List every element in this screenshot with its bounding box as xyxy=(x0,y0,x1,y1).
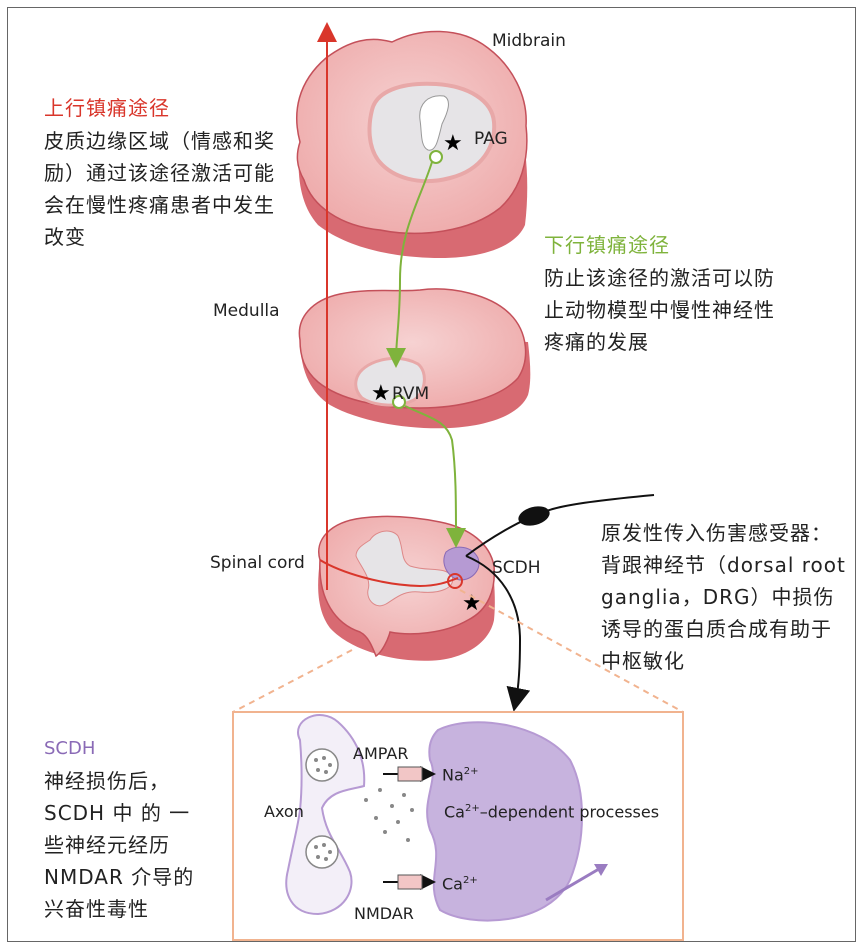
spinal-cord-label: Spinal cord xyxy=(210,555,305,572)
ca-dependent-processes-label: Ca2+–dependent processes xyxy=(444,804,659,820)
pag-star-icon: ★ xyxy=(443,131,463,156)
zoom-line-left xyxy=(233,650,352,712)
scdh-note-title: SCDH xyxy=(44,740,95,758)
synapse-inset xyxy=(233,712,683,940)
axon-label: Axon xyxy=(264,804,304,820)
scdh-note-description: 神经损伤后，SCDH 中 的 一些神经元经历NMDAR 介导的兴奋性毒性 xyxy=(44,765,204,925)
ampar-label: AMPAR xyxy=(353,746,408,762)
medulla-section xyxy=(299,289,530,428)
ascending-pathway-description: 皮质边缘区域（情感和奖励）通过该途径激活可能会在慢性疼痛患者中发生改变 xyxy=(44,125,278,253)
pag-label: PAG xyxy=(474,131,508,148)
na-ion-label: Na2+ xyxy=(442,767,479,783)
scdh-star-icon: ★ xyxy=(462,591,482,616)
rvm-star-icon: ★ xyxy=(371,381,391,406)
primary-afferent-description: 原发性传入伤害感受器：背跟神经节（dorsal root ganglia，DRG… xyxy=(601,517,851,677)
midbrain-label: Midbrain xyxy=(492,33,566,50)
medulla-label: Medulla xyxy=(213,303,280,320)
scdh-label: SCDH xyxy=(492,560,541,577)
descending-pathway-title: 下行镇痛途径 xyxy=(544,235,670,255)
ascending-pathway-title: 上行镇痛途径 xyxy=(44,98,170,118)
rvm-label: RVM xyxy=(392,386,429,403)
ca-ion-label: Ca2+ xyxy=(442,876,478,892)
nmdar-label: NMDAR xyxy=(354,906,414,922)
spinal-cord-section xyxy=(318,516,495,660)
descending-pathway-description: 防止该途径的激活可以防止动物模型中慢性神经性疼痛的发展 xyxy=(544,262,784,358)
